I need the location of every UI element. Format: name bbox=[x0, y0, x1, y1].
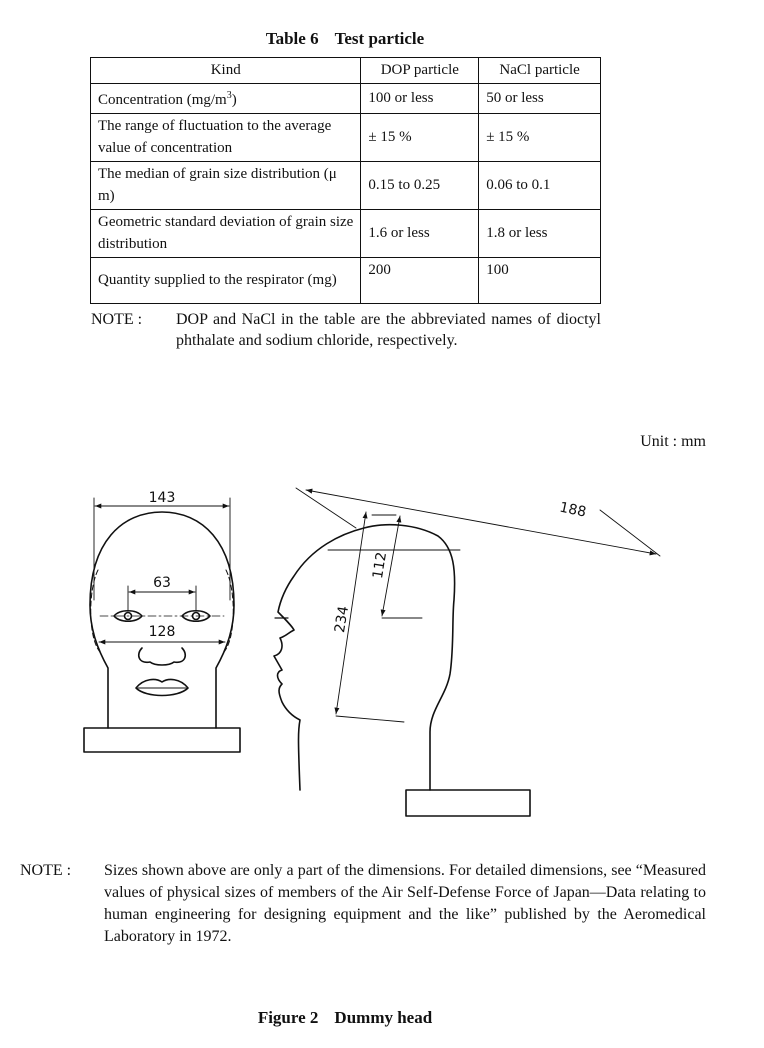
unit-label: Unit : mm bbox=[640, 433, 706, 450]
dim-front-width: 143 bbox=[149, 490, 176, 506]
row-dop: 1.6 or less bbox=[360, 209, 480, 258]
row-dop: 100 or less bbox=[360, 83, 480, 114]
table-note: NOTE : DOP and NaCl in the table are the… bbox=[91, 309, 601, 351]
dim-total-face: 234 bbox=[332, 605, 352, 634]
figure-number: Figure 2 bbox=[257, 1008, 319, 1027]
row-nacl: 0.06 to 0.1 bbox=[478, 161, 601, 210]
table-row: Concentration (mg/m3) 100 or less 50 or … bbox=[89, 83, 601, 114]
row-dop: ± 15 % bbox=[360, 113, 480, 162]
header-kind: Kind bbox=[89, 57, 362, 84]
side-view-head bbox=[273, 523, 456, 791]
table-header-row: Kind DOP particle NaCl particle bbox=[89, 57, 601, 84]
note-label: NOTE : bbox=[91, 311, 143, 328]
row-nacl: ± 15 % bbox=[478, 113, 601, 162]
row-kind: The median of grain size distribution (μ… bbox=[89, 161, 362, 210]
table-row: The range of fluctuation to the average … bbox=[89, 113, 601, 162]
row-nacl: 100 bbox=[478, 257, 601, 304]
note-label: NOTE : bbox=[20, 862, 72, 879]
table-caption: Test particle bbox=[334, 29, 425, 48]
header-nacl: NaCl particle bbox=[478, 57, 601, 84]
dummy-head-figure: 143 63 128 188 112 234 bbox=[83, 487, 661, 817]
row-kind: Quantity supplied to the respirator (mg) bbox=[89, 257, 362, 304]
row-kind: Concentration (mg/m3) bbox=[89, 83, 362, 114]
table-number: Table 6 bbox=[265, 29, 319, 48]
table-row: Quantity supplied to the respirator (mg)… bbox=[89, 257, 601, 304]
test-particle-table: Kind DOP particle NaCl particle Concentr… bbox=[89, 57, 601, 304]
table-title: Table 6 Test particle bbox=[0, 29, 690, 49]
dim-eye-distance: 63 bbox=[153, 575, 171, 591]
dim-head-length: 188 bbox=[558, 499, 587, 520]
front-view-head bbox=[83, 497, 241, 753]
row-kind: The range of fluctuation to the average … bbox=[89, 113, 362, 162]
header-dop: DOP particle bbox=[360, 57, 480, 84]
note-text: Sizes shown above are only a part of the… bbox=[104, 862, 706, 945]
row-dop: 200 bbox=[360, 257, 480, 304]
row-kind: Geometric standard deviation of grain si… bbox=[89, 209, 362, 258]
dim-upper-face: 112 bbox=[370, 551, 390, 580]
figure-title: Dummy head bbox=[334, 1008, 433, 1027]
figure-caption: Figure 2 Dummy head bbox=[0, 1008, 690, 1028]
row-nacl: 50 or less bbox=[478, 83, 601, 114]
note-text: DOP and NaCl in the table are the abbrev… bbox=[176, 311, 601, 349]
row-dop: 0.15 to 0.25 bbox=[360, 161, 480, 210]
table-row: The median of grain size distribution (μ… bbox=[89, 161, 601, 210]
figure-note: NOTE : Sizes shown above are only a part… bbox=[20, 860, 706, 948]
dim-ear-distance: 128 bbox=[149, 624, 176, 640]
table-row: Geometric standard deviation of grain si… bbox=[89, 209, 601, 258]
row-nacl: 1.8 or less bbox=[478, 209, 601, 258]
